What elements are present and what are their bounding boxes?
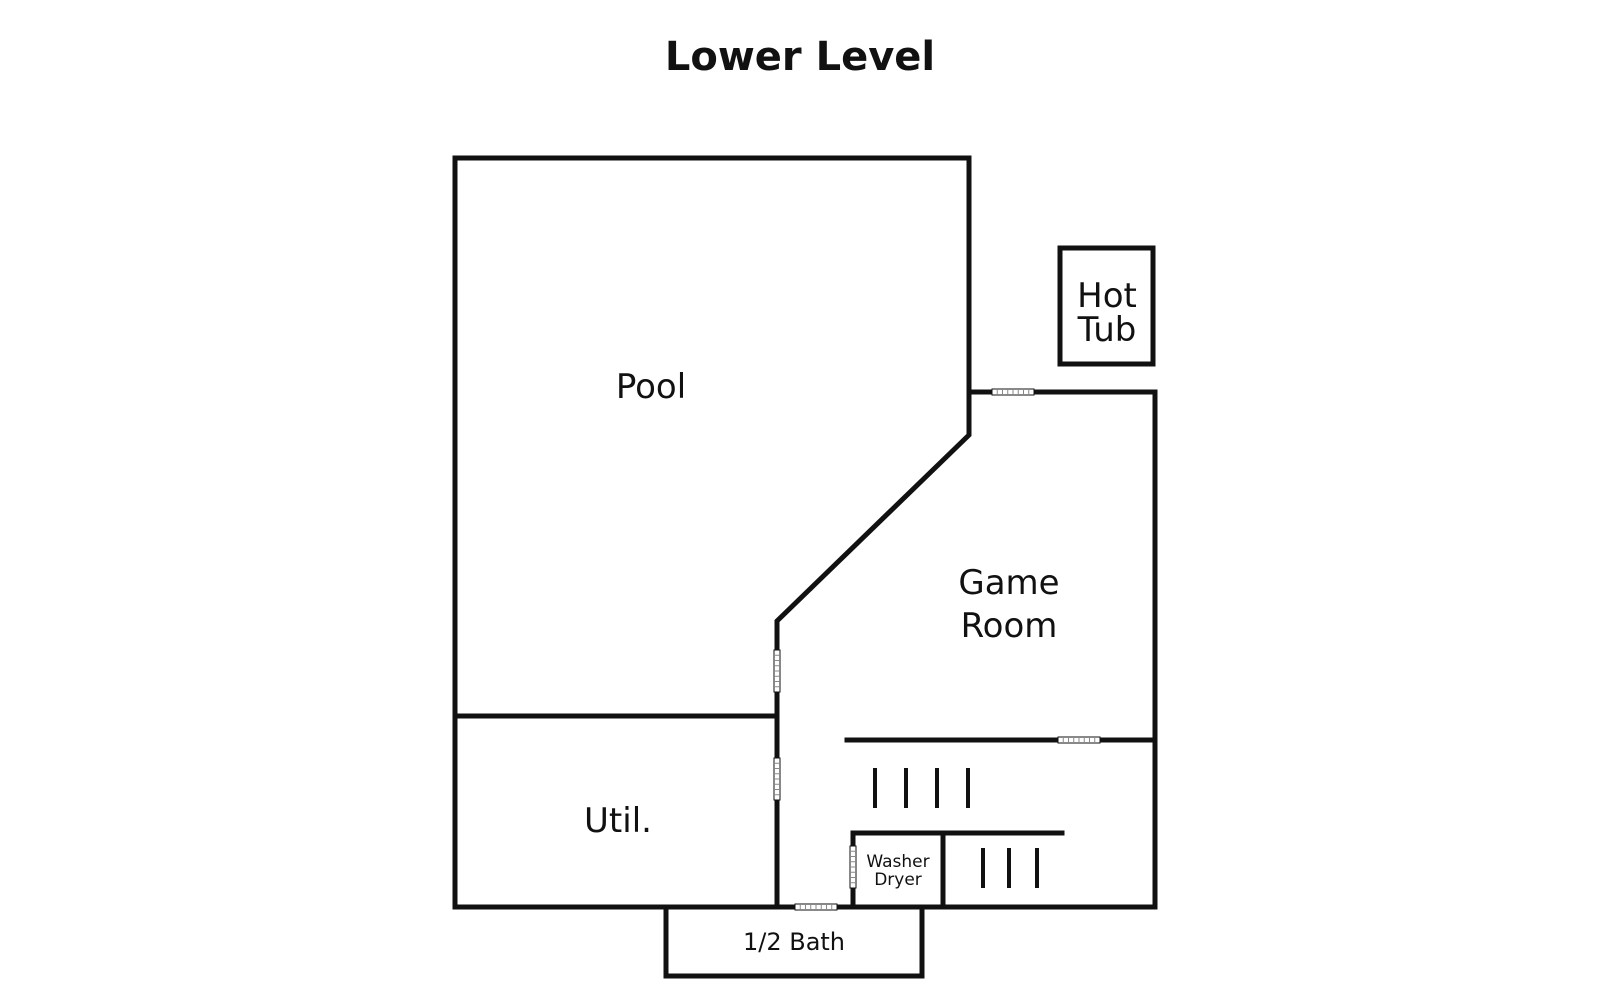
- game-room-east-wall: [966, 389, 1158, 910]
- room-label-game-room-line1: Game: [958, 563, 1059, 603]
- pool-outer-wall: [452, 155, 972, 910]
- room-label-hot-tub-line1: Hot: [1077, 276, 1137, 316]
- stairs: [873, 768, 1039, 888]
- room-label-dryer: Dryer: [874, 870, 922, 890]
- room-label-pool: Pool: [616, 367, 686, 407]
- doorways: [773, 388, 1101, 911]
- room-label-util: Util.: [584, 801, 652, 841]
- room-label-half-bath: 1/2 Bath: [743, 928, 845, 956]
- room-label-game-room-line2: Room: [961, 606, 1058, 646]
- room-label-hot-tub-line2: Tub: [1077, 310, 1137, 350]
- page-title: Lower Level: [664, 34, 936, 80]
- half-bath-outline: [663, 904, 925, 979]
- room-labels: Pool Hot Tub Game Room Util. Washer Drye…: [584, 276, 1137, 956]
- hot-tub-outline: [1057, 245, 1156, 367]
- room-label-washer: Washer: [866, 852, 929, 872]
